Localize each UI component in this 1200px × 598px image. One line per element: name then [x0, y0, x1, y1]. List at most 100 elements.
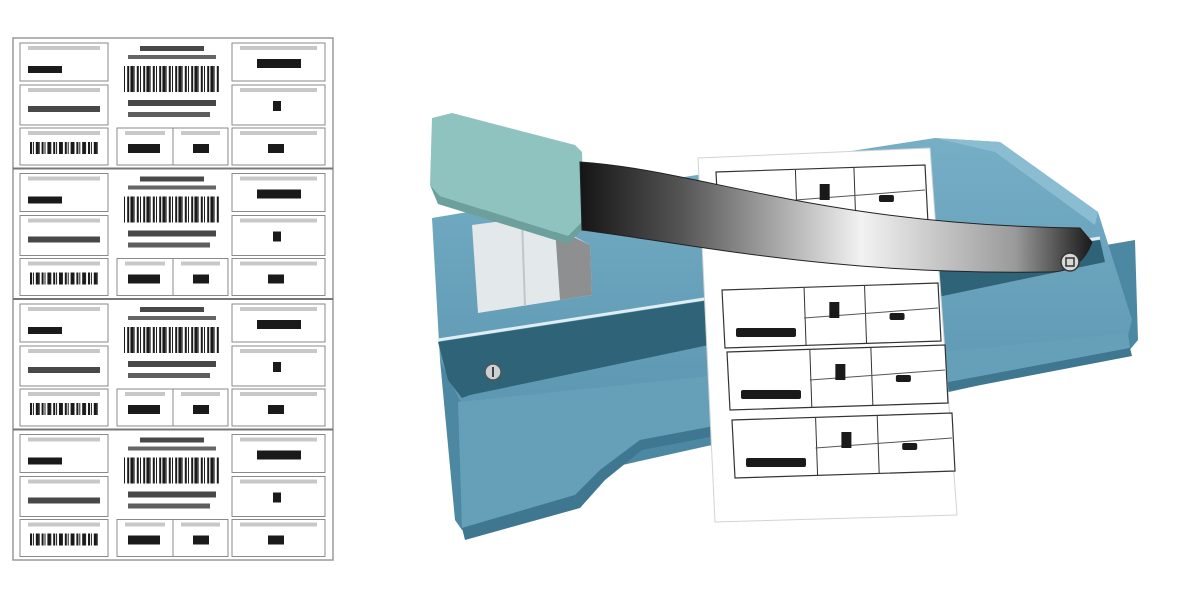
label-address-line: [128, 242, 210, 248]
small-barcode-bar: [50, 533, 52, 546]
barcode-bar: [140, 196, 141, 223]
label-address-line: [128, 373, 210, 378]
small-barcode-bar: [96, 403, 98, 415]
small-barcode-bar: [76, 272, 79, 285]
small-barcode-bar: [79, 142, 81, 154]
small-barcode-bar: [35, 533, 39, 546]
small-barcode-bar: [44, 272, 46, 285]
barcode-bar: [162, 327, 166, 353]
barcode-bar: [140, 327, 141, 353]
barcode-bar: [191, 66, 194, 92]
field-value: [273, 492, 281, 503]
field-caption: [28, 218, 100, 223]
field-caption: [125, 522, 165, 527]
barcode-bar: [178, 327, 182, 353]
strip-label-mark: [902, 443, 918, 450]
field-value: [128, 405, 160, 414]
strip-label: [721, 282, 942, 349]
barcode-bar: [197, 66, 199, 92]
strip-label-bar: [736, 328, 796, 337]
small-barcode-bar: [32, 533, 34, 546]
label-field-box: [19, 519, 109, 557]
field-caption: [28, 479, 100, 484]
small-barcode-bar: [79, 533, 81, 546]
small-barcode-bar: [53, 533, 56, 546]
field-value: [28, 66, 62, 73]
label-field-box: [19, 84, 109, 126]
label-field-box: [231, 345, 326, 387]
strip-label-mark: [878, 195, 894, 202]
label-field-box: [19, 476, 109, 517]
barcode-bar: [175, 327, 178, 353]
small-barcode-bar: [61, 142, 63, 154]
barcode-bar: [216, 66, 219, 92]
barcode-bar: [143, 66, 146, 92]
small-barcode-bar: [32, 272, 34, 285]
field-caption: [28, 176, 100, 181]
small-barcode-bar: [70, 272, 74, 285]
cutter-handle: [430, 113, 584, 236]
strip-label-bar: [746, 458, 806, 467]
field-value: [128, 274, 160, 284]
barcode-bar: [152, 327, 155, 353]
barcode-bar: [194, 457, 198, 484]
label-field-box: [172, 127, 229, 166]
barcode-bar: [181, 66, 183, 92]
barcode-bar: [207, 457, 210, 484]
strip-label-divider: [795, 189, 926, 201]
barcode-bar: [159, 327, 162, 353]
label-field-box: [231, 127, 326, 166]
barcode-bar: [140, 66, 141, 92]
barcode-bar: [136, 327, 139, 353]
small-barcode-bar: [35, 272, 39, 285]
small-barcode-bar: [41, 403, 44, 415]
small-barcode-bar: [44, 142, 46, 154]
small-barcode-bar: [67, 272, 69, 285]
small-barcode-bar: [70, 142, 74, 154]
field-value: [28, 327, 62, 334]
barcode-bar: [213, 327, 215, 353]
barcode-bar: [146, 196, 150, 223]
barcode-bar: [197, 196, 199, 223]
label-address-line: [128, 491, 216, 498]
field-caption: [240, 479, 317, 484]
label-field-box: [231, 388, 326, 427]
barcode-bar: [207, 327, 210, 353]
small-barcode-bar: [64, 272, 67, 285]
field-caption: [240, 437, 317, 442]
barcode-bar: [210, 327, 214, 353]
barcode-bar: [178, 196, 182, 223]
field-value: [128, 144, 160, 153]
field-caption: [181, 522, 220, 527]
field-caption: [240, 46, 317, 50]
field-caption: [125, 261, 165, 266]
barcode-bar: [188, 327, 189, 353]
small-barcode-bar: [67, 142, 69, 154]
small-barcode-bar: [90, 533, 92, 546]
small-barcode-bar: [35, 142, 39, 154]
shipping-label: [13, 428, 333, 557]
barcode-bar: [200, 196, 203, 223]
small-barcode-bar: [96, 533, 98, 546]
small-barcode-bar: [61, 403, 63, 415]
small-barcode-bar: [79, 403, 81, 415]
small-barcode-bar: [67, 403, 69, 415]
small-barcode-bar: [38, 272, 40, 285]
shipping-label: [19, 42, 326, 166]
barcode-bar: [210, 66, 214, 92]
barcode-bar: [200, 327, 203, 353]
label-field-box: [231, 84, 326, 126]
small-barcode-bar: [41, 272, 44, 285]
barcode-bar: [191, 457, 194, 484]
barcode-bar: [216, 457, 219, 484]
barcode-bar: [188, 66, 189, 92]
small-barcode-bar: [79, 272, 81, 285]
barcode-bar: [168, 327, 171, 353]
small-barcode-bar: [44, 403, 46, 415]
small-barcode-bar: [88, 403, 90, 415]
strip-label-divider: [864, 285, 868, 345]
label-heading: [140, 176, 204, 182]
strip-label-mark: [819, 184, 830, 200]
small-barcode-bar: [50, 403, 52, 415]
